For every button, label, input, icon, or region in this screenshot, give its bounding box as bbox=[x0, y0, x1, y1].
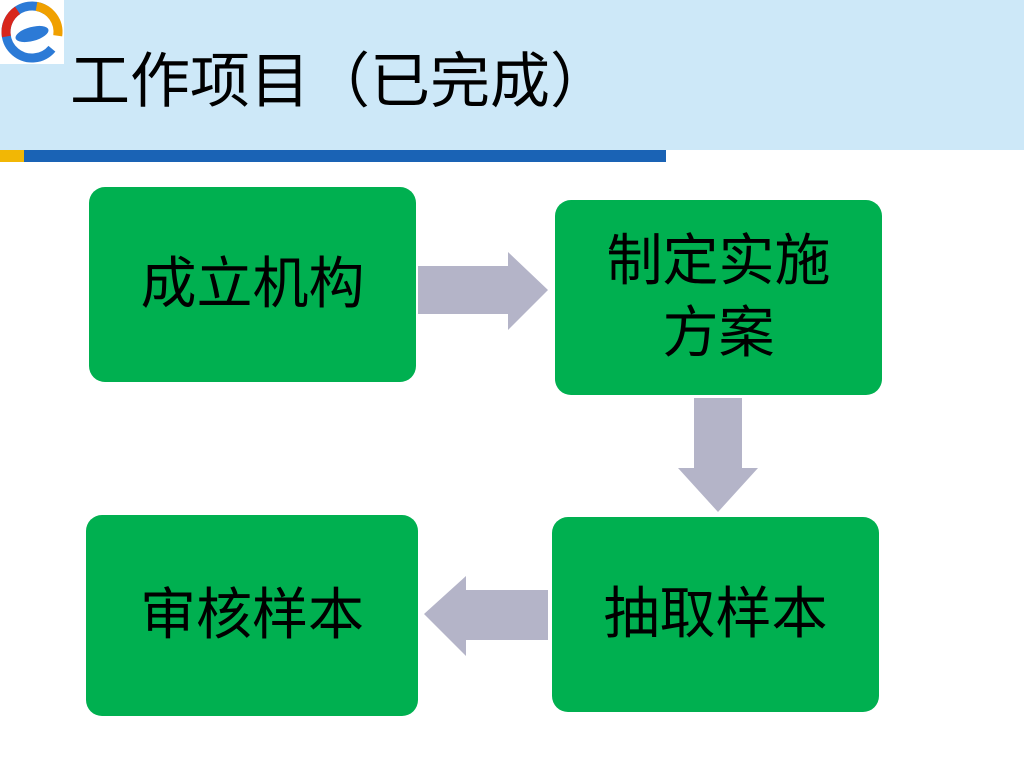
step-review-sample: 审核样本 bbox=[86, 515, 418, 716]
arrow-left-icon bbox=[424, 576, 548, 656]
accent-bar-yellow bbox=[0, 150, 24, 162]
step-label: 抽取样本 bbox=[603, 581, 828, 647]
header-band bbox=[0, 0, 1024, 150]
arrow-down-icon bbox=[678, 398, 758, 512]
logo-icon bbox=[0, 0, 64, 64]
step-label: 成立机构 bbox=[140, 251, 365, 317]
arrow-right-icon bbox=[418, 252, 548, 330]
step-extract-sample: 抽取样本 bbox=[552, 517, 879, 712]
accent-bar-blue bbox=[24, 150, 666, 162]
step-label: 制定实施方案 bbox=[606, 228, 831, 366]
step-establish-organization: 成立机构 bbox=[89, 187, 416, 382]
step-label: 审核样本 bbox=[140, 582, 364, 648]
page-title: 工作项目（已完成） bbox=[70, 47, 610, 117]
step-formulate-plan: 制定实施方案 bbox=[555, 200, 882, 395]
